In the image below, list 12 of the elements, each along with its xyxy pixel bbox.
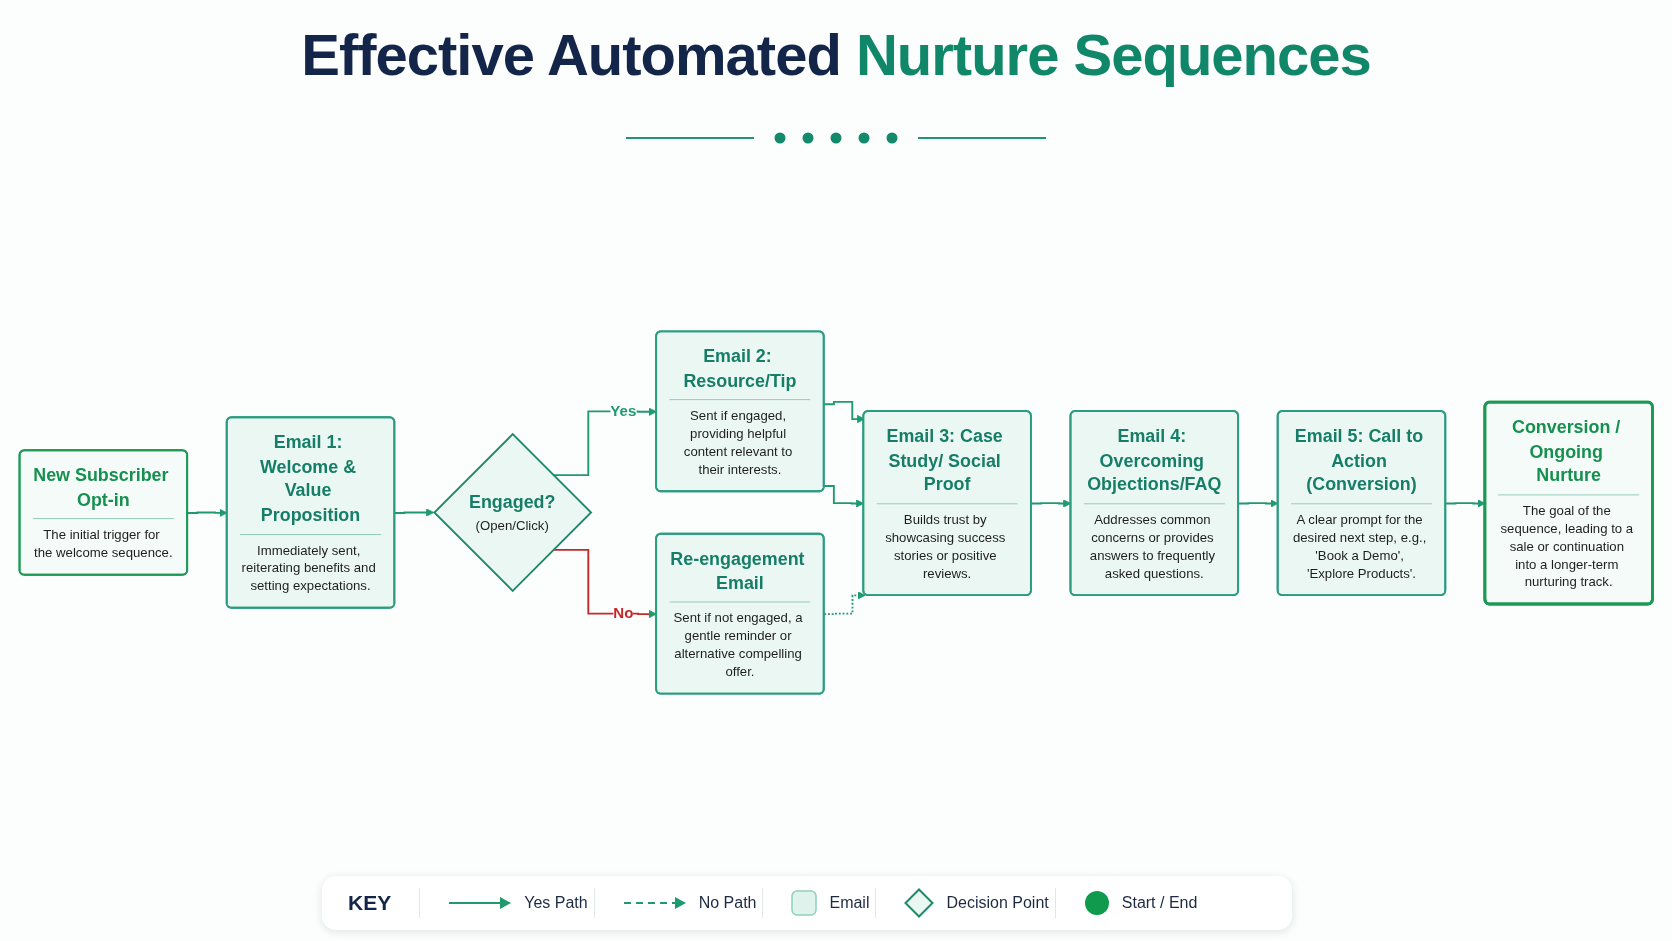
legend-label: Decision Point [946, 894, 1049, 912]
edge-label: No [613, 605, 634, 622]
legend-heading: KEY [348, 891, 392, 915]
node-diamond: Engaged? (Open/Click) [433, 432, 593, 593]
legend-label: Start / End [1121, 894, 1198, 912]
legend-label: No Path [698, 894, 757, 912]
legend-label: Yes Path [524, 894, 588, 912]
arrow [823, 591, 866, 616]
edge-label: Yes [610, 402, 637, 419]
legend-label: Email [829, 894, 870, 912]
arrow [552, 548, 657, 619]
title: Effective Automated Nurture Sequences [301, 22, 1371, 89]
